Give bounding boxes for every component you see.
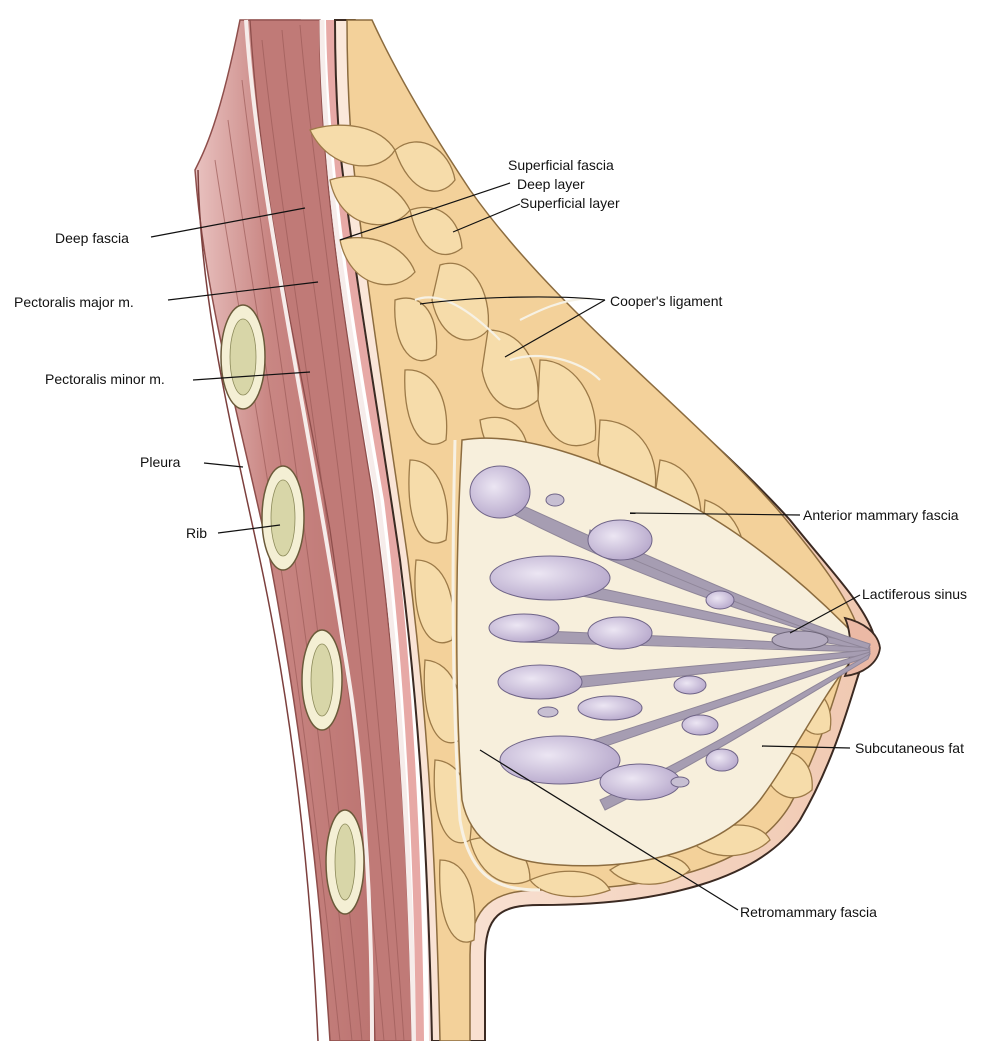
rib-3	[302, 630, 342, 730]
label-pectoralis-major: Pectoralis major m.	[14, 294, 134, 310]
rib-4	[326, 810, 364, 914]
label-retromammary-fascia: Retromammary fascia	[740, 904, 877, 920]
label-coopers-ligament: Cooper's ligament	[610, 293, 723, 309]
label-anterior-mammary-fascia: Anterior mammary fascia	[803, 507, 959, 523]
rib-2	[262, 466, 304, 570]
label-pleura: Pleura	[140, 454, 181, 470]
rib-1	[221, 305, 265, 409]
leader-pleura	[204, 463, 243, 467]
label-rib: Rib	[186, 525, 207, 541]
label-deep-layer: Deep layer	[517, 176, 585, 192]
label-lactiferous-sinus: Lactiferous sinus	[862, 586, 967, 602]
label-subcutaneous-fat: Subcutaneous fat	[855, 740, 964, 756]
label-superficial-layer: Superficial layer	[520, 195, 620, 211]
label-deep-fascia: Deep fascia	[55, 230, 129, 246]
label-superficial-fascia: Superficial fascia	[508, 157, 614, 173]
label-pectoralis-minor: Pectoralis minor m.	[45, 371, 165, 387]
lactiferous-sinus	[772, 631, 828, 649]
